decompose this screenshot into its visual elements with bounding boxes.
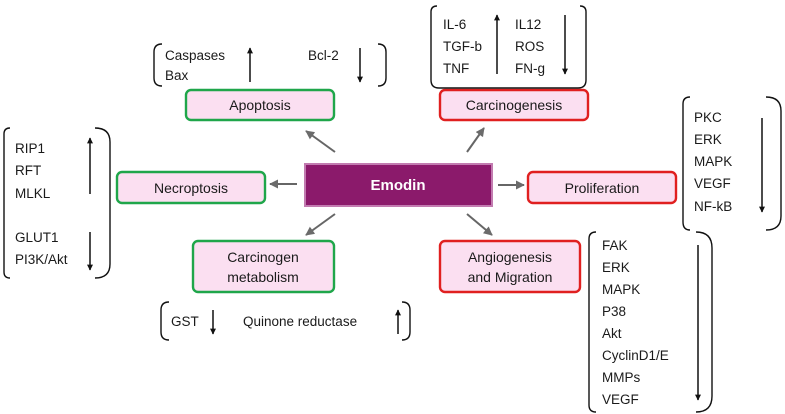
marker-tgfb: TGF-b (443, 39, 482, 54)
marker-mapk: MAPK (694, 154, 732, 169)
necroptosis-markers: RIP1 RFT MLKL GLUT1 PI3K/Akt (3, 127, 111, 279)
necroptosis-bracket (3, 127, 111, 279)
angiogenesis-box (438, 239, 582, 294)
marker-rip1: RIP1 (15, 141, 45, 156)
carcinogenesis-box (438, 88, 590, 122)
marker-tnf: TNF (443, 61, 469, 76)
angiogenesis-label-1: Angiogenesis (468, 249, 552, 265)
carcinogen-metabolism-bracket-left (160, 301, 170, 341)
angiogenesis-markers: FAK ERK MAPK P38 Akt CyclinD1/E MMPs VEG… (588, 231, 713, 413)
apoptosis-bracket-right (377, 43, 387, 87)
apoptosis-bracket-left (153, 43, 163, 87)
carcinogenesis-bracket (430, 5, 587, 89)
emodin-box (304, 163, 493, 207)
marker-rft: RFT (15, 163, 41, 178)
proliferation-markers: PKC ERK MAPK VEGF NF-kB (682, 96, 782, 231)
carcinogenesis-node: Carcinogenesis (438, 88, 590, 122)
apoptosis-box (184, 88, 336, 122)
angiogenesis-node: Angiogenesis and Migration (438, 239, 582, 294)
apoptosis-node: Apoptosis (184, 88, 336, 122)
marker-il6: IL-6 (443, 17, 466, 32)
marker-mlkl: MLKL (15, 186, 51, 201)
marker-il12: IL12 (515, 17, 541, 32)
marker-ros: ROS (515, 39, 544, 54)
marker-nfkb: NF-kB (694, 199, 732, 214)
arrow-to-angiogenesis (466, 213, 493, 236)
marker-vegf: VEGF (694, 176, 731, 191)
arrow-to-carcinogenesis (466, 127, 485, 153)
marker-mapk-angio: MAPK (602, 282, 640, 297)
angiogenesis-label-2: and Migration (468, 269, 553, 285)
marker-erk-angio: ERK (602, 260, 630, 275)
connector-arrows (269, 127, 525, 236)
carcinogen-metabolism-label-1: Carcinogen (227, 249, 299, 265)
proliferation-node: Proliferation (526, 170, 678, 205)
proliferation-bracket (682, 96, 782, 231)
marker-cyclin: CyclinD1/E (602, 348, 669, 363)
marker-fak: FAK (602, 238, 628, 253)
carcinogen-metabolism-label-2: metabolism (227, 269, 299, 285)
apoptosis-markers: Caspases Bax Bcl-2 (153, 43, 387, 87)
carcinogenesis-label: Carcinogenesis (466, 97, 563, 113)
marker-p38: P38 (602, 304, 626, 319)
marker-glut1: GLUT1 (15, 230, 59, 245)
carcinogen-metabolism-markers: GST Quinone reductase (160, 301, 411, 341)
carcinogen-metabolism-node: Carcinogen metabolism (191, 239, 336, 294)
arrow-to-apoptosis (305, 130, 336, 153)
marker-akt: Akt (602, 326, 622, 341)
carcinogenesis-markers: IL-6 TGF-b TNF IL12 ROS FN-g (430, 5, 587, 89)
marker-bcl2: Bcl-2 (308, 48, 339, 63)
apoptosis-label: Apoptosis (229, 97, 290, 113)
marker-bax: Bax (165, 68, 189, 83)
marker-erk: ERK (694, 132, 722, 147)
marker-quinone-reductase: Quinone reductase (243, 314, 357, 329)
marker-mmps: MMPs (602, 370, 640, 385)
emodin-node: Emodin (304, 163, 493, 207)
proliferation-box (526, 170, 678, 205)
carcinogen-metabolism-bracket-right (401, 301, 411, 341)
carcinogen-metabolism-box (191, 239, 336, 294)
emodin-label: Emodin (371, 177, 426, 194)
marker-fng: FN-g (515, 61, 545, 76)
necroptosis-node: Necroptosis (115, 170, 267, 205)
marker-caspases: Caspases (165, 48, 225, 63)
marker-gst: GST (171, 314, 199, 329)
proliferation-label: Proliferation (565, 180, 640, 196)
marker-pkc: PKC (694, 110, 722, 125)
marker-vegf-angio: VEGF (602, 392, 639, 407)
angiogenesis-bracket (588, 231, 713, 413)
necroptosis-label: Necroptosis (154, 180, 228, 196)
necroptosis-box (115, 170, 267, 205)
marker-pi3k: PI3K/Akt (15, 252, 68, 267)
arrow-to-carcinogen-metabolism (305, 213, 336, 236)
